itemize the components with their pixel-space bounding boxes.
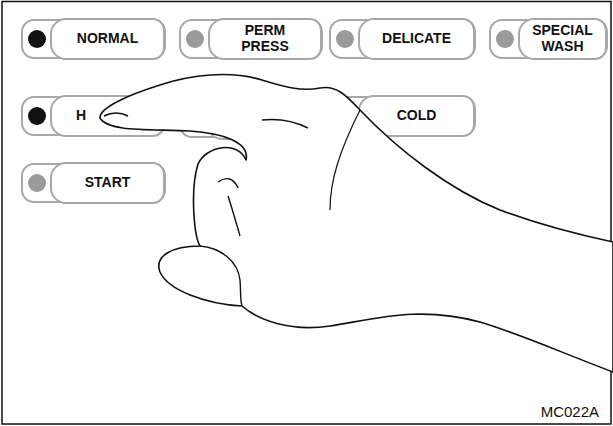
button-label: START — [50, 162, 165, 204]
hand-outline — [100, 75, 613, 372]
button-label: PERM PRESS — [208, 18, 322, 60]
button-text: PERM PRESS — [233, 23, 297, 54]
indicator-lamp — [336, 107, 354, 125]
button-text: COLD — [397, 108, 437, 124]
button-label: NORMAL — [50, 18, 165, 60]
button-label: COLD — [358, 95, 475, 137]
button-text: START — [85, 175, 131, 191]
indicator-lamp — [496, 30, 514, 48]
figure-code: MC022A — [541, 403, 599, 420]
palm-line — [330, 110, 360, 210]
indicator-lamp — [28, 107, 46, 125]
thumb-nail — [218, 179, 238, 188]
button-text: DELICATE — [382, 31, 451, 47]
button-text: NORMAL — [77, 31, 138, 47]
indicator-lamp — [28, 30, 46, 48]
button-text: SPECIAL WASH — [531, 23, 595, 54]
indicator-lamp — [336, 30, 354, 48]
finger-curl — [200, 246, 242, 306]
button-face — [208, 95, 322, 139]
indicator-lamp — [185, 108, 203, 126]
fingernail-line — [104, 113, 128, 116]
lamp-layer — [28, 30, 514, 192]
indicator-lamp — [186, 30, 204, 48]
button-label: DELICATE — [358, 18, 475, 60]
hidden-button — [180, 95, 322, 139]
button-label: H — [50, 95, 165, 137]
indicator-lamp — [28, 174, 46, 192]
thumb-crease — [228, 196, 240, 236]
button-label: SPECIAL WASH — [518, 18, 607, 60]
knuckle-crease — [262, 119, 308, 128]
button-text: H — [76, 108, 86, 124]
